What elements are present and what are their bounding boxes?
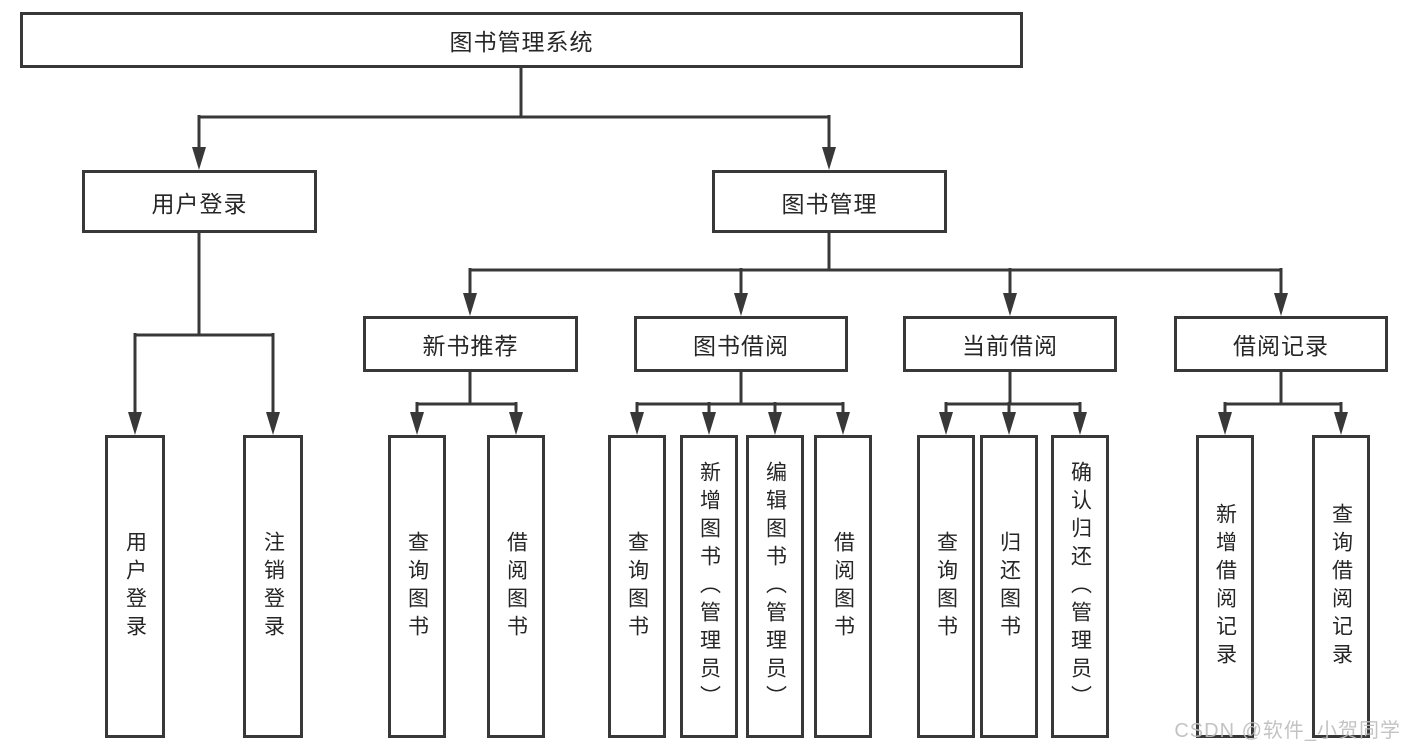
leaf-borrow-books-borrowing: 借阅图书: [814, 435, 872, 738]
leaf-add-books-admin: 新增图书（管理员）: [680, 435, 738, 738]
leaf-query-books-borrowing: 查询图书: [608, 435, 666, 738]
node-book-borrowing: 图书借阅: [634, 316, 848, 372]
node-book-management: 图书管理: [712, 170, 947, 233]
leaf-user-login: 用户登录: [105, 435, 165, 738]
node-user-login: 用户登录: [82, 170, 317, 233]
leaf-query-books-recommend: 查询图书: [388, 435, 446, 738]
leaf-logout: 注销登录: [243, 435, 303, 738]
leaf-query-borrow-record-label: 查询借阅记录: [1329, 502, 1353, 671]
node-library-management-system: 图书管理系统: [20, 12, 1023, 68]
leaf-add-borrow-record: 新增借阅记录: [1196, 435, 1254, 738]
leaf-borrow-books-recommend: 借阅图书: [487, 435, 545, 738]
leaf-return-books: 归还图书: [980, 435, 1038, 738]
leaf-add-borrow-record-label: 新增借阅记录: [1213, 502, 1237, 671]
leaf-confirm-return-admin-label: 确认归还（管理员）: [1068, 460, 1092, 713]
leaf-borrow-books-recommend-label: 借阅图书: [504, 530, 528, 643]
leaf-edit-books-admin: 编辑图书（管理员）: [746, 435, 804, 738]
leaf-logout-label: 注销登录: [261, 530, 285, 643]
leaf-query-borrow-record: 查询借阅记录: [1312, 435, 1370, 738]
leaf-query-books-borrowing-label: 查询图书: [625, 530, 649, 643]
leaf-edit-books-admin-label: 编辑图书（管理员）: [763, 460, 787, 713]
leaf-query-books-current-label: 查询图书: [934, 530, 958, 643]
leaf-borrow-books-borrowing-label: 借阅图书: [831, 530, 855, 643]
leaf-confirm-return-admin: 确认归还（管理员）: [1051, 435, 1109, 738]
leaf-query-books-recommend-label: 查询图书: [405, 530, 429, 643]
leaf-user-login-label: 用户登录: [123, 530, 147, 643]
arrowheads: [128, 147, 1348, 435]
leaf-return-books-label: 归还图书: [997, 530, 1021, 643]
leaf-add-books-admin-label: 新增图书（管理员）: [697, 460, 721, 713]
leaf-query-books-current: 查询图书: [917, 435, 975, 738]
node-current-borrowing: 当前借阅: [903, 316, 1117, 372]
node-borrowing-records: 借阅记录: [1174, 316, 1388, 372]
node-new-book-recommendation: 新书推荐: [363, 316, 578, 372]
